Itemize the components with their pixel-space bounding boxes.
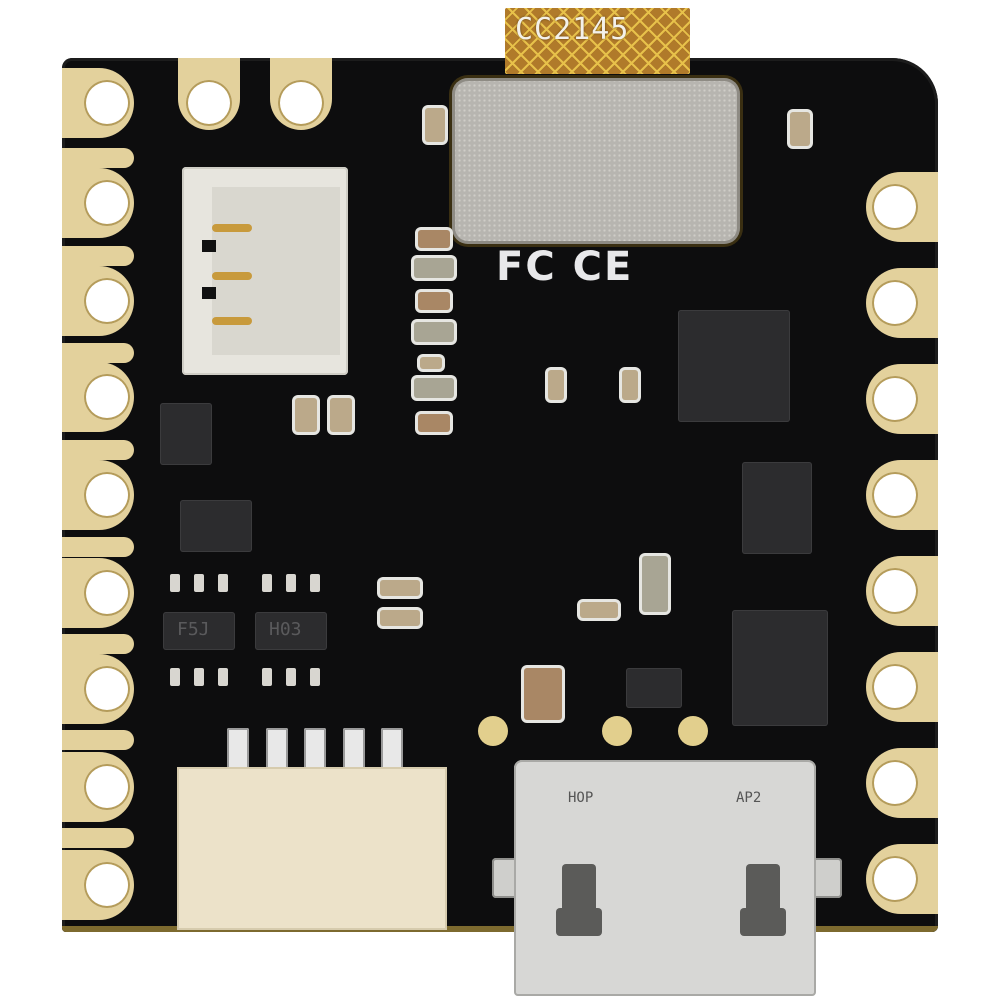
right-pad-2 [866, 268, 938, 338]
resistor [548, 370, 564, 400]
capacitor [790, 112, 810, 146]
usb-label-right: AP2 [736, 790, 762, 806]
left-pad-7 [62, 654, 134, 724]
resistor [580, 602, 618, 618]
ic-marking: F5J [177, 619, 210, 640]
ic-lead [194, 574, 204, 592]
right-pad-3 [866, 364, 938, 434]
ic-lead [286, 574, 296, 592]
left-strip [62, 246, 134, 266]
micro-usb-connector[interactable]: HOP AP2 [514, 760, 816, 996]
capacitor [425, 108, 445, 142]
left-strip [62, 343, 134, 363]
capacitor [418, 292, 450, 310]
right-pad-1 [866, 172, 938, 242]
left-pad-3 [62, 266, 134, 336]
left-strip [62, 537, 134, 557]
ic-lead [262, 574, 272, 592]
connector-pin [212, 272, 252, 280]
ic-marking: H03 [269, 619, 302, 640]
left-pad-6 [62, 558, 134, 628]
pcb-edge [62, 926, 938, 932]
ic-lead [170, 574, 180, 592]
left-strip [62, 730, 134, 750]
connector-latch [202, 240, 216, 252]
usb-slot [556, 864, 602, 936]
ic-lead [218, 668, 228, 686]
capacitor [414, 378, 454, 398]
capacitor [418, 230, 450, 248]
resistor [622, 370, 638, 400]
ic-middle-right [742, 462, 812, 554]
top-pad-1 [178, 58, 240, 130]
ic-near-usb [626, 668, 682, 708]
flex-cable [505, 8, 690, 74]
qfn-ic-lower-right [732, 610, 828, 726]
electrolytic-capacitor [524, 668, 562, 720]
left-pad-8 [62, 752, 134, 822]
ic-lead [194, 668, 204, 686]
ic-left-lower [180, 500, 252, 552]
resistor [380, 580, 420, 596]
connector-latch [202, 287, 216, 299]
left-strip [62, 148, 134, 168]
right-pad-5 [866, 556, 938, 626]
right-pad-4 [866, 460, 938, 530]
silkscreen-certification-marks: FC CE [496, 244, 634, 290]
connector-pin [212, 224, 252, 232]
ic-lead [170, 668, 180, 686]
test-point [678, 716, 708, 746]
test-point [478, 716, 508, 746]
right-pad-6 [866, 652, 938, 722]
sot-ic-right: H03 [255, 612, 327, 650]
right-pad-8 [866, 844, 938, 914]
capacitor [414, 322, 454, 342]
jst-3pin-connector [182, 167, 348, 375]
capacitor [414, 258, 454, 278]
ic-lead [310, 668, 320, 686]
capacitor [420, 357, 442, 369]
left-strip [62, 828, 134, 848]
test-point [602, 716, 632, 746]
inductor [642, 556, 668, 612]
capacitor [295, 398, 317, 432]
top-pad-2 [270, 58, 332, 130]
ic-lead [310, 574, 320, 592]
left-pad-1 [62, 68, 134, 138]
left-strip [62, 440, 134, 460]
left-pad-2 [62, 168, 134, 238]
usb-slot [740, 864, 786, 936]
capacitor [330, 398, 352, 432]
left-pad-5 [62, 460, 134, 530]
right-pad-7 [866, 748, 938, 818]
left-pad-9 [62, 850, 134, 920]
capacitor [418, 414, 450, 432]
ic-left-small [160, 403, 212, 465]
ic-lead [262, 668, 272, 686]
usb-label-left: HOP [568, 790, 594, 806]
sot-ic-left: F5J [163, 612, 235, 650]
left-strip [62, 634, 134, 654]
connector-cavity [212, 187, 340, 355]
ic-lead [218, 574, 228, 592]
connector-pin [212, 317, 252, 325]
left-pad-4 [62, 362, 134, 432]
jst-5pin-connector [177, 767, 447, 930]
flex-cable-label: CC2145 [515, 12, 630, 47]
rf-shield-can [452, 78, 740, 244]
qfn-ic-upper-right [678, 310, 790, 422]
resistor [380, 610, 420, 626]
ic-lead [286, 668, 296, 686]
